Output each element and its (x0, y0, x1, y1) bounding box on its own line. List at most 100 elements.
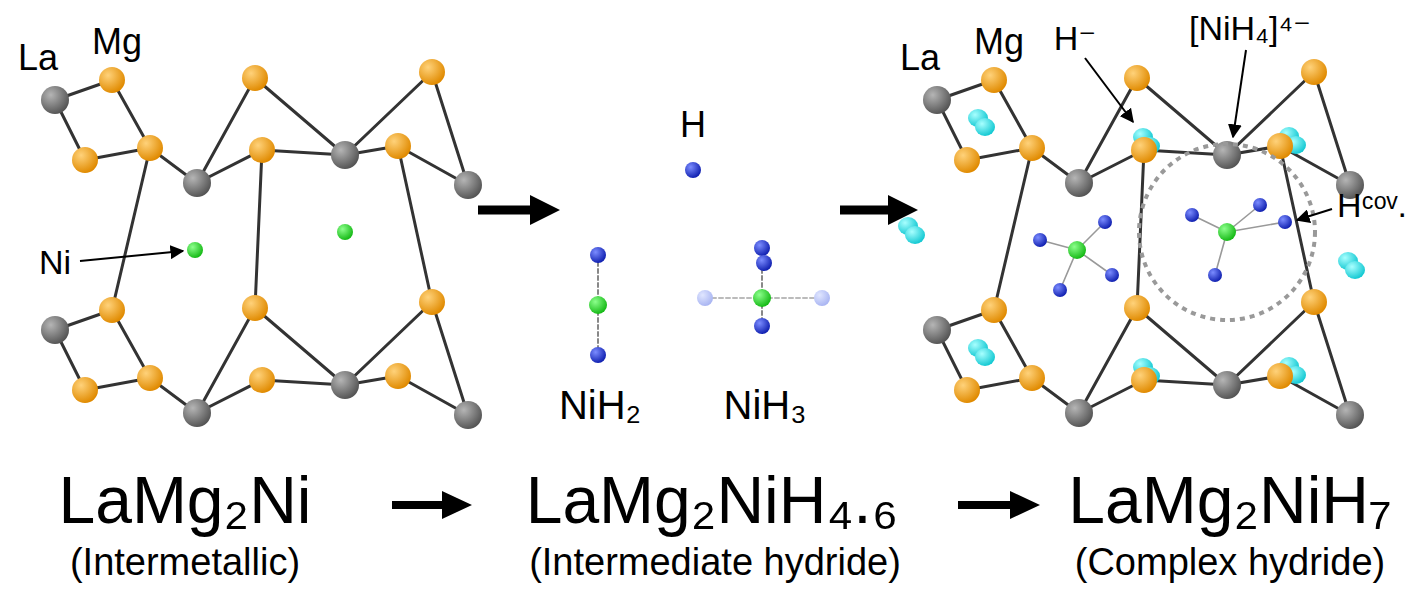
process-arrow (478, 195, 560, 225)
mg-atom (99, 67, 125, 93)
la-atom (1213, 371, 1241, 399)
la-atom (923, 86, 951, 114)
la-atom (183, 169, 211, 197)
mg-atom (72, 147, 98, 173)
mg-atom (385, 133, 411, 159)
phase-label: (Complex hydride) (1075, 543, 1385, 581)
ni-atom (1218, 223, 1236, 241)
mg-atom (1019, 135, 1045, 161)
mg-atom (1124, 65, 1150, 91)
bond-line (255, 150, 262, 308)
mg-atom (954, 377, 980, 403)
element-label: Mg (92, 24, 142, 60)
mg-atom (954, 147, 980, 173)
mg-atom (249, 367, 275, 393)
element-label: La (18, 40, 58, 76)
h-atom (1253, 198, 1267, 212)
formula-label: LaMg₂NiH₄.₆ (526, 467, 899, 533)
la-atom (1065, 399, 1093, 427)
mg-atom (1131, 137, 1157, 163)
mg-atom (981, 297, 1007, 323)
hydride-ion (905, 226, 925, 244)
formula-label: LaMg₂Ni (58, 467, 311, 533)
mg-atom (1124, 295, 1150, 321)
la-atom (454, 401, 482, 429)
mg-atom (419, 59, 445, 85)
mg-atom (981, 67, 1007, 93)
element-label: La (900, 40, 940, 76)
leader-arrow (1085, 58, 1133, 122)
h-atom (685, 162, 701, 178)
mg-atom (242, 65, 268, 91)
h-atom (1185, 208, 1199, 222)
mg-atom (72, 377, 98, 403)
la-atom (331, 141, 359, 169)
h-atom (1208, 268, 1222, 282)
h-atom (1033, 233, 1047, 247)
ni-atom (1068, 241, 1086, 259)
la-atom (1336, 401, 1364, 429)
process-arrow (392, 491, 472, 519)
intermetallic-structure (41, 59, 482, 429)
mg-atom (1267, 363, 1293, 389)
mg-atom (99, 297, 125, 323)
h-atom (1278, 215, 1292, 229)
h-atom (1053, 283, 1067, 297)
hydride-ion (1345, 261, 1365, 279)
mg-atom (242, 295, 268, 321)
bond-line (1137, 150, 1144, 308)
h-atom-faded (697, 290, 713, 306)
ni-atom (187, 242, 203, 258)
h-atom (754, 240, 770, 256)
la-atom (454, 171, 482, 199)
intermediate-fragments (589, 162, 830, 363)
leader-arrow (1233, 50, 1246, 137)
bond-line (994, 148, 1032, 310)
species-label: Hᶜᵒᵛ. (1337, 188, 1407, 222)
fragment-label: NiH₂ (559, 385, 641, 425)
la-atom (183, 399, 211, 427)
h-atom (590, 247, 606, 263)
leader-arrow (1297, 209, 1332, 220)
fragment-label: NiH₃ (724, 385, 807, 425)
mg-atom (137, 365, 163, 391)
species-label: [NiH₄]⁴⁻ (1189, 11, 1311, 45)
mg-atom (419, 289, 445, 315)
mg-atom (1131, 367, 1157, 393)
complex-hydride-structure (898, 59, 1365, 429)
phase-label: (Intermetallic) (70, 543, 300, 581)
la-atom (923, 316, 951, 344)
la-atom (41, 86, 69, 114)
element-label: H (680, 107, 706, 143)
la-atom (1065, 169, 1093, 197)
h-atom (1105, 268, 1119, 282)
h-atom (590, 347, 606, 363)
formula-label: LaMg₂NiH₇ (1068, 467, 1391, 533)
mg-atom (1301, 289, 1327, 315)
ni-atom (589, 296, 607, 314)
phase-label: (Intermediate hydride) (529, 543, 901, 581)
h-atom (754, 318, 770, 334)
process-arrow (840, 195, 918, 225)
mg-atom (1019, 365, 1045, 391)
element-label: Mg (974, 24, 1024, 60)
hydride-ion (975, 118, 995, 136)
mg-atom (1267, 133, 1293, 159)
mg-atom (1301, 59, 1327, 85)
la-atom (41, 316, 69, 344)
mg-atom (385, 363, 411, 389)
h-atom (756, 255, 772, 271)
ni-atom (753, 289, 771, 307)
species-label: H⁻ (1054, 21, 1097, 55)
complex-outline (1139, 144, 1315, 320)
h-atom-faded (814, 290, 830, 306)
leader-arrow (80, 251, 183, 261)
hydride-ion (975, 348, 995, 366)
mg-atom (137, 135, 163, 161)
ni-atom (337, 224, 353, 240)
bond-line (112, 148, 150, 310)
bond-line (398, 146, 432, 302)
process-arrow (958, 491, 1040, 519)
